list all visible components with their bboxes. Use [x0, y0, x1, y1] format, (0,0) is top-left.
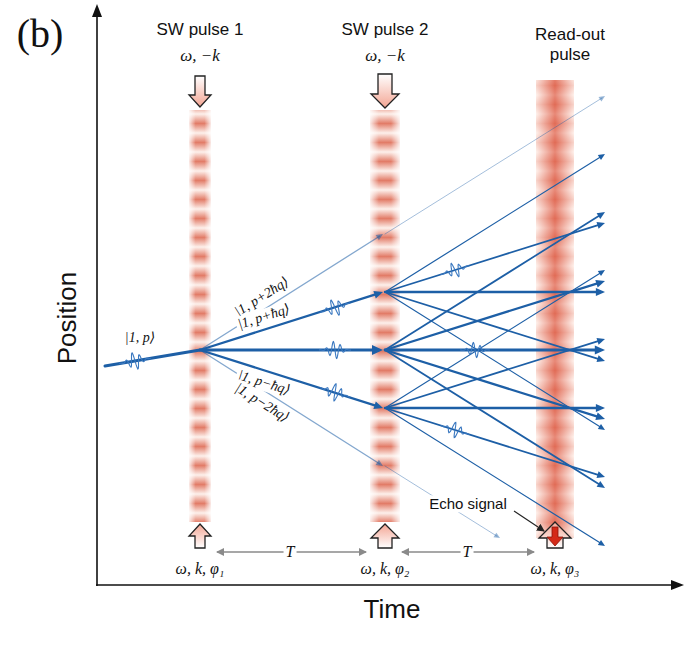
trajectory	[385, 98, 602, 234]
pulse-label: SW pulse 2	[342, 20, 429, 40]
trajectory-arrowhead	[376, 234, 383, 240]
axis-arrowhead	[671, 580, 684, 590]
trajectory	[385, 340, 601, 408]
trajectory-arrowhead	[597, 212, 605, 219]
trajectory-arrowhead	[595, 413, 605, 421]
trajectory-arrowhead	[598, 424, 605, 430]
wave-packet	[320, 384, 350, 401]
time-interval: T	[461, 543, 474, 561]
wave-packet	[441, 422, 470, 437]
axis-arrowhead	[92, 4, 102, 17]
atom-trajectories	[105, 96, 605, 546]
trajectory-arrowhead	[599, 96, 606, 101]
position-axis	[96, 14, 98, 586]
read-out-stripes	[536, 80, 574, 538]
trajectory	[200, 350, 380, 464]
time-axis	[96, 584, 674, 586]
interval-arrow	[290, 551, 366, 553]
trajectory	[200, 294, 378, 350]
wave-packet	[441, 263, 470, 276]
beam-arrow	[539, 522, 571, 548]
trajectory	[385, 350, 600, 417]
trajectory	[385, 292, 601, 360]
trajectory	[200, 350, 378, 406]
trajectory-arrowhead	[597, 222, 606, 229]
interval-arrow	[402, 551, 467, 553]
trajectory-arrowhead	[596, 288, 605, 296]
trajectory	[385, 224, 601, 292]
axis-label: Time	[364, 595, 421, 625]
trajectory-arrowhead	[598, 270, 605, 276]
time-interval: T	[284, 543, 297, 561]
trajectory	[385, 408, 602, 544]
trajectory	[385, 350, 601, 486]
pulse-label: Read-out pulse	[527, 25, 613, 64]
wave-packet	[319, 342, 351, 359]
beam-parameter: ω, k, φ₃	[531, 560, 580, 578]
pulse-parameter: ω, −k	[180, 46, 220, 66]
state-label: |1, p⟩	[125, 330, 155, 346]
trajectory-arrowhead	[597, 481, 605, 488]
beam-parameter: ω, k, φ₂	[361, 560, 410, 578]
trajectory	[385, 215, 601, 351]
trajectory-arrowhead	[373, 402, 383, 410]
trajectory-arrowhead	[597, 471, 606, 478]
pulse-edge-fade	[189, 110, 211, 522]
trajectory-arrowhead	[595, 280, 605, 288]
beam-arrow	[371, 74, 399, 108]
standing-wave-pulse	[189, 110, 211, 522]
trajectory-arrowhead	[596, 404, 605, 412]
wave-packet	[460, 343, 490, 358]
trajectory	[385, 291, 600, 293]
trajectory-arrowhead	[376, 460, 383, 466]
panel-label: (b)	[17, 11, 64, 57]
pulse-parameter: ω, −k	[365, 46, 405, 66]
pulse-label: SW pulse 1	[157, 20, 244, 40]
beam-parameter: ω, k, φ₁	[176, 560, 225, 578]
trajectory	[385, 272, 602, 408]
trajectory-arrowhead	[598, 540, 605, 546]
echo-arrow	[547, 527, 563, 546]
trajectory-arrowhead	[494, 533, 501, 538]
trajectory-arrowhead	[595, 345, 605, 354]
trajectory-arrowhead	[598, 154, 605, 160]
trajectory-arrowhead	[373, 291, 383, 299]
leader-line	[514, 511, 544, 531]
beam-arrow	[189, 524, 211, 548]
trajectory	[385, 156, 602, 292]
read-out-pulse	[536, 80, 574, 538]
trajectory-arrowhead	[597, 355, 606, 362]
trajectory	[385, 283, 600, 350]
beam-arrow	[189, 76, 211, 107]
echo-label: Echo signal	[427, 495, 509, 512]
interval-arrow	[467, 551, 534, 553]
trajectory-arrowhead	[372, 345, 383, 355]
trajectory	[200, 236, 380, 350]
trajectory-arrowhead	[597, 338, 606, 345]
beam-arrow	[371, 524, 399, 548]
axis-label: Position	[53, 272, 83, 365]
wave-packet	[320, 300, 351, 315]
interval-arrow	[217, 551, 290, 553]
wave-packet	[119, 353, 151, 369]
trajectory	[385, 292, 602, 428]
